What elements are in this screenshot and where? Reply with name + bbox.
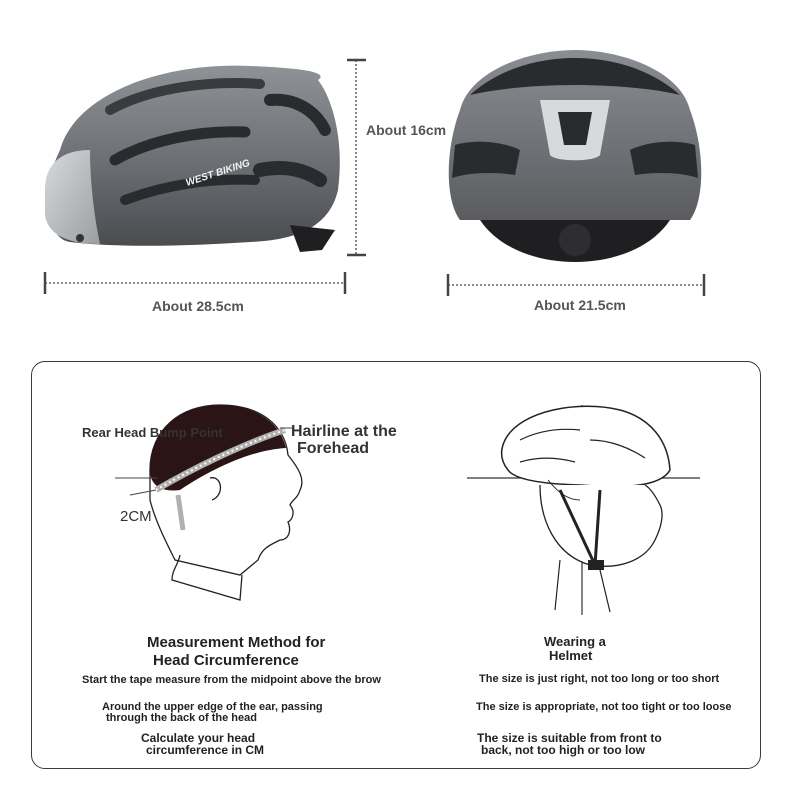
dimension-lines [43, 58, 706, 296]
measurement-title-line2: Head Circumference [153, 652, 299, 669]
measurement-step-3-line2: circumference in CM [146, 743, 265, 757]
wearing-tip-3-line2: back, not too high or too low [481, 743, 645, 757]
wearing-tip-3-line1: The size is suitable from front to [477, 731, 662, 745]
helmet-photos: WEST BIKING [43, 50, 706, 296]
wearing-tip-2: The size is appropriate, not too tight o… [476, 701, 732, 713]
measurement-step-2-line1: Around the upper edge of the ear, passin… [102, 701, 323, 713]
hairline-label-line2: Forehead [297, 440, 370, 457]
height-dimension-label: About 16cm [366, 122, 447, 138]
offset-2cm-label: 2CM [120, 508, 152, 525]
measurement-step-3-line1: Calculate your head [141, 731, 256, 745]
helmet-rear-view [448, 50, 702, 262]
measurement-title-line1: Measurement Method for [147, 634, 326, 651]
length-dimension-label: About 28.5cm [152, 298, 244, 314]
wearing-tip-1: The size is just right, not too long or … [479, 673, 720, 685]
rear-head-bump-label: Rear Head Bump Point [82, 425, 223, 440]
wearing-title-line1: Wearing a [544, 634, 606, 649]
hairline-label-line1: Hairline at the [291, 423, 397, 440]
measurement-step-2-line2: through the back of the head [106, 712, 257, 724]
wearing-title-line2: Helmet [549, 648, 593, 663]
width-dimension-label: About 21.5cm [534, 297, 626, 313]
helmet-side-view [45, 65, 340, 252]
measurement-step-1: Start the tape measure from the midpoint… [82, 674, 381, 686]
